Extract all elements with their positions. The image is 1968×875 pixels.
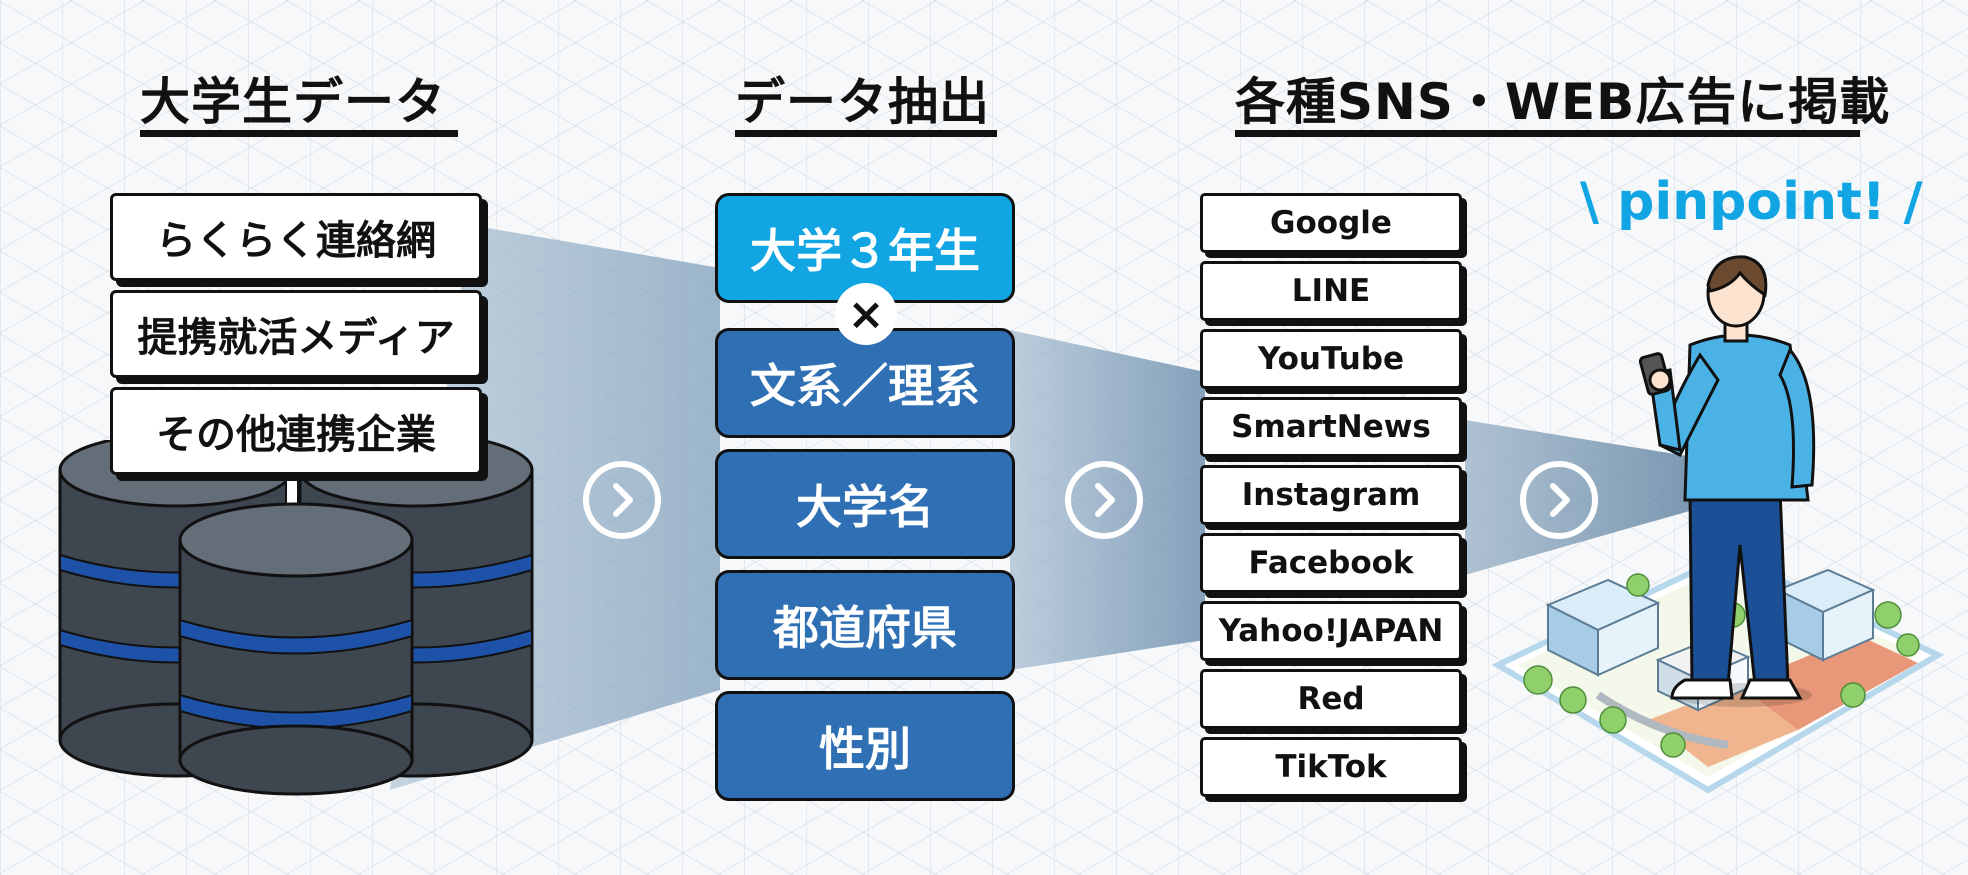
- media-item: TikTok: [1200, 737, 1462, 797]
- callout-text: pinpoint!: [1617, 172, 1886, 232]
- heading-publish: 各種SNS・WEB広告に掲載: [1235, 73, 1891, 131]
- chevron-right-circle-icon: [1520, 461, 1598, 539]
- media-item: SmartNews: [1200, 397, 1462, 457]
- filter-item: 都道府県: [715, 570, 1015, 680]
- person-with-phone-illustration: [1638, 255, 1816, 707]
- heading-source: 大学生データ: [140, 73, 446, 131]
- media-item: Yahoo!JAPAN: [1200, 601, 1462, 661]
- database-stack-icon: [58, 440, 534, 796]
- media-item: Google: [1200, 193, 1462, 253]
- filter-item: 文系／理系: [715, 328, 1015, 438]
- filter-item: 大学名: [715, 449, 1015, 559]
- data-source-item: 提携就活メディア: [110, 290, 482, 378]
- media-item: Instagram: [1200, 465, 1462, 525]
- heading-underline: [140, 130, 458, 137]
- media-item: YouTube: [1200, 329, 1462, 389]
- data-source-item: らくらく連絡網: [110, 193, 482, 281]
- media-item: LINE: [1200, 261, 1462, 321]
- callout-right-mark: /: [1903, 172, 1923, 232]
- heading-underline: [1235, 130, 1860, 137]
- filter-item: 性別: [715, 691, 1015, 801]
- pinpoint-callout: \ pinpoint! /: [1580, 172, 1923, 232]
- chevron-right-circle-icon: [583, 461, 661, 539]
- data-source-item: その他連携企業: [110, 387, 482, 475]
- callout-left-mark: \: [1580, 172, 1599, 232]
- chevron-right-circle-icon: [1065, 461, 1143, 539]
- times-icon: ×: [835, 283, 897, 345]
- media-item: Facebook: [1200, 533, 1462, 593]
- media-item: Red: [1200, 669, 1462, 729]
- heading-underline: [735, 130, 997, 137]
- heading-extract: データ抽出: [735, 73, 990, 131]
